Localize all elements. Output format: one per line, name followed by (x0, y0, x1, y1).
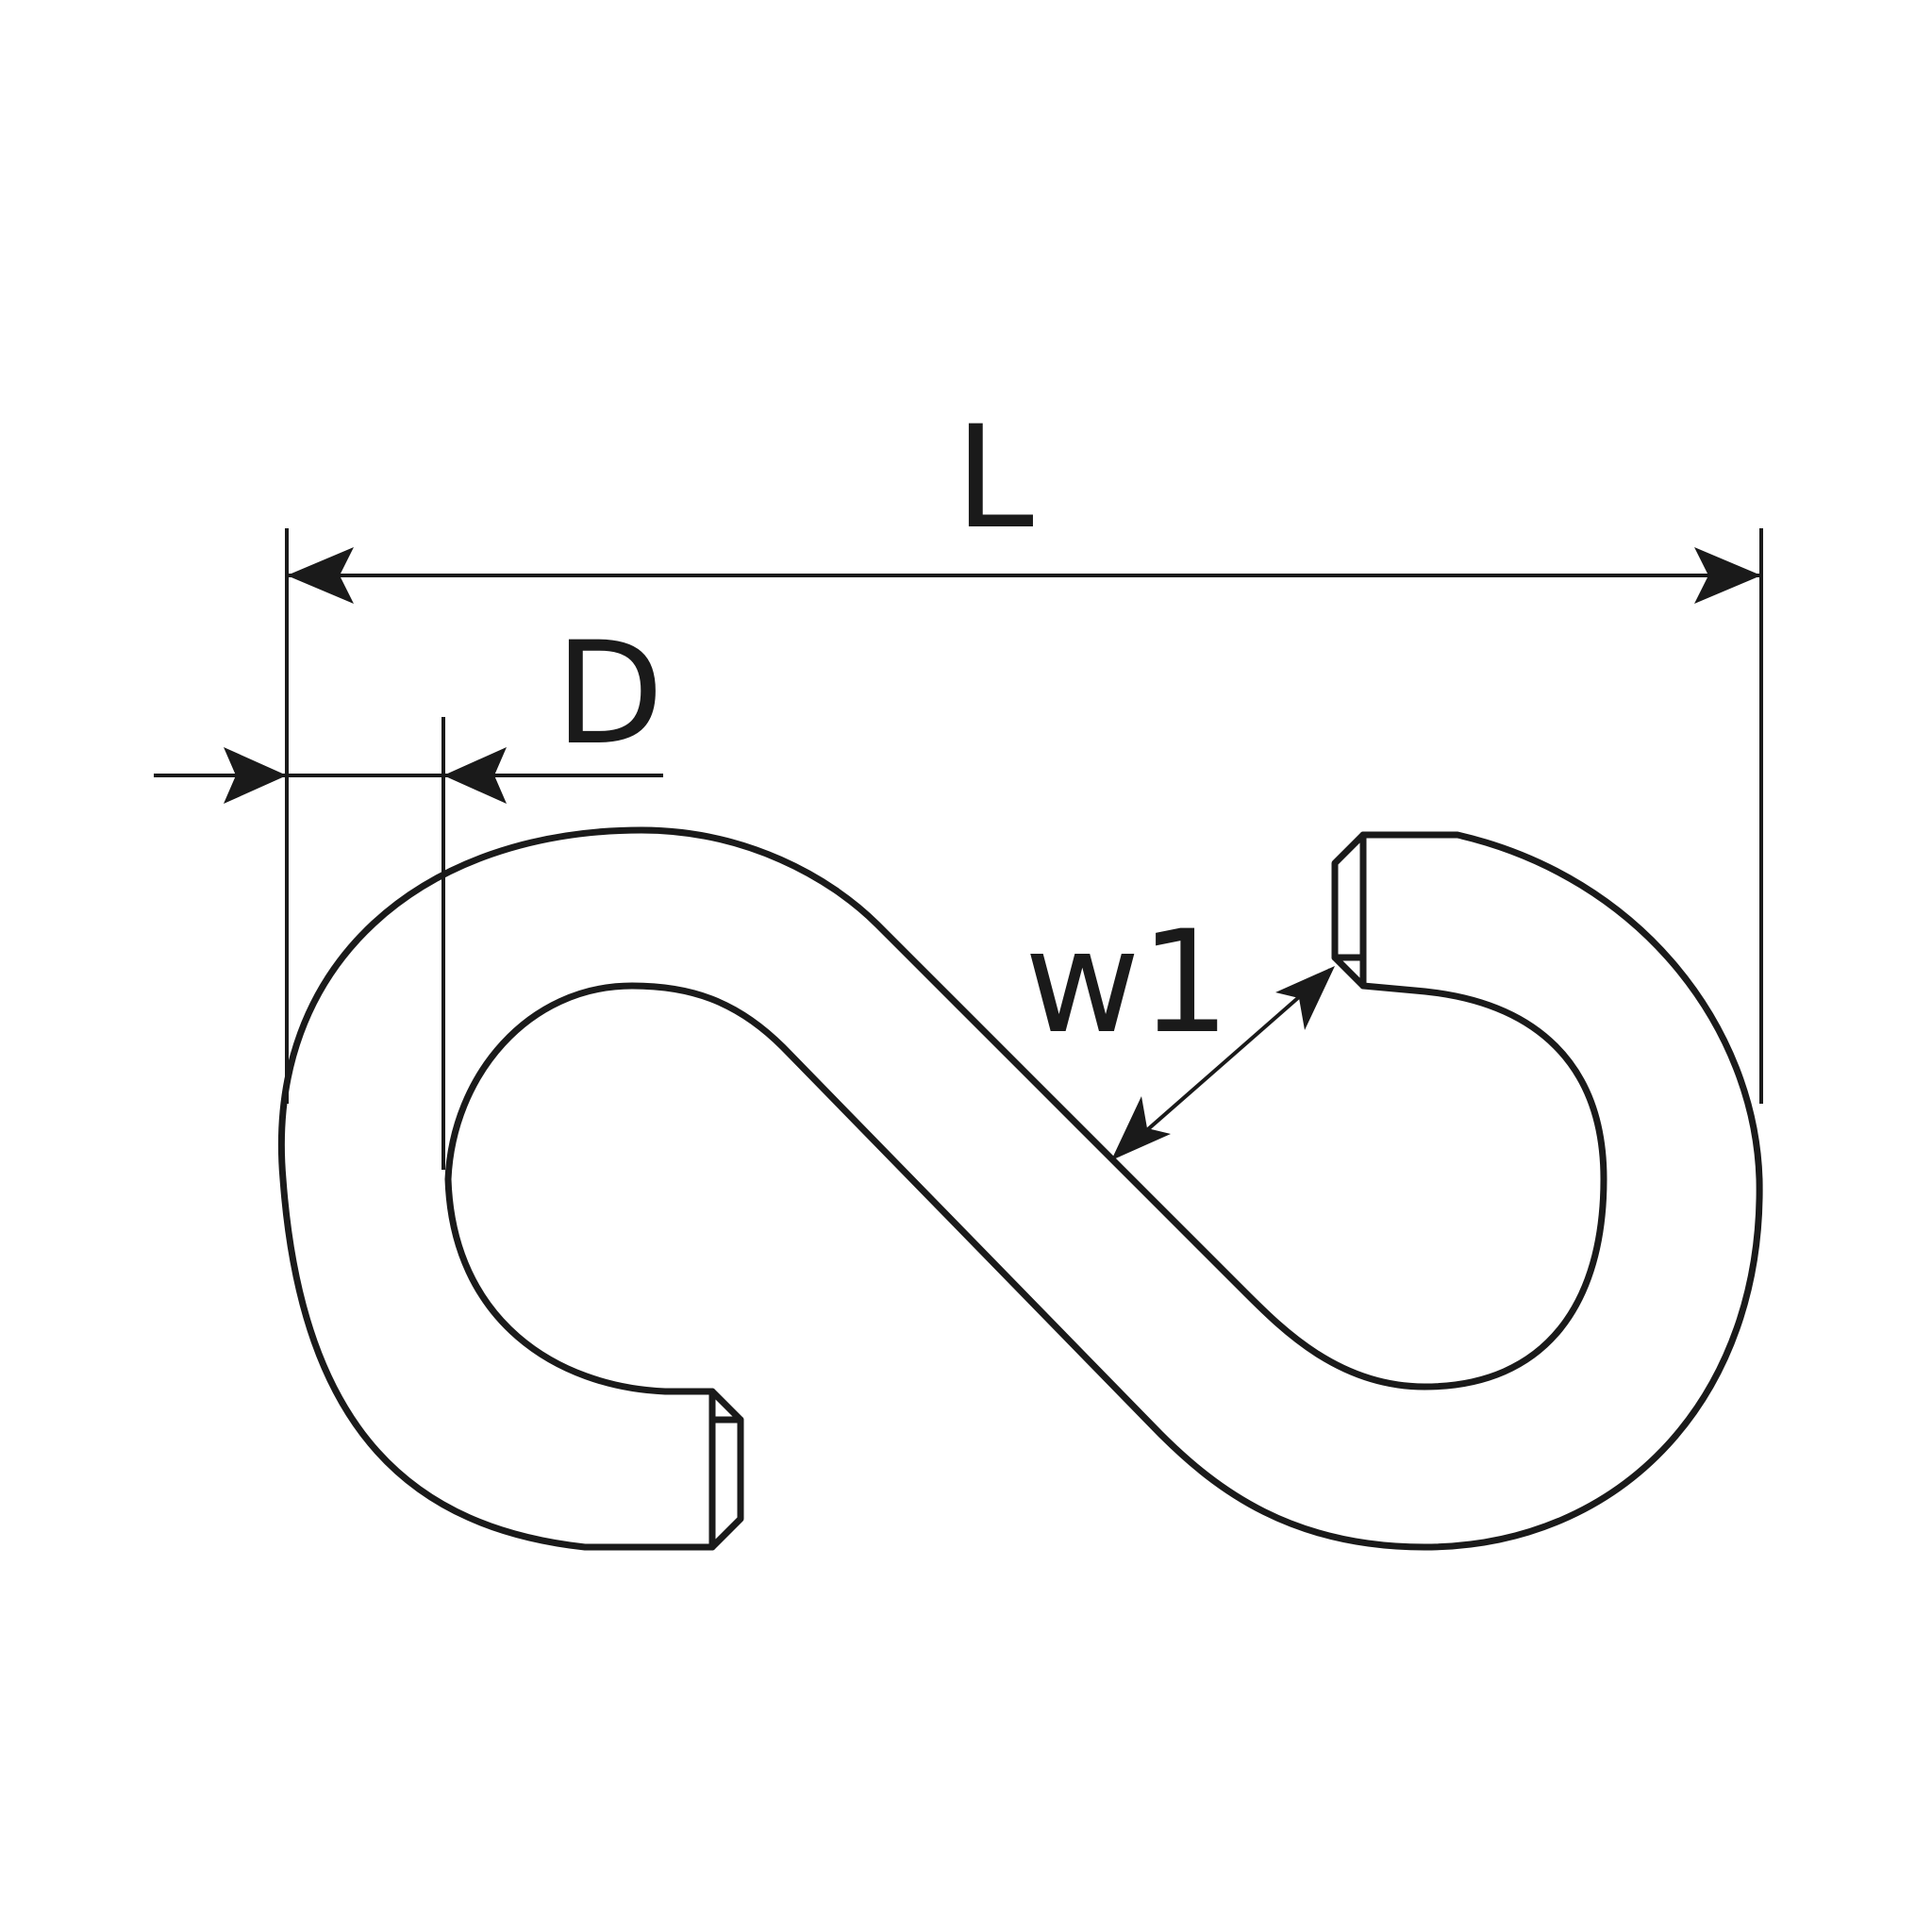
length-arrow-right (1694, 547, 1761, 604)
s-hook-body (278, 826, 1763, 1551)
diameter-arrow-left (224, 747, 287, 804)
length-arrow-left (287, 547, 354, 604)
dimension-opening-width: w1 (1024, 901, 1335, 1160)
opening-width-dimension-line (1116, 968, 1332, 1158)
length-label: L (955, 396, 1034, 560)
opening-width-arrow-top (1275, 966, 1335, 1030)
dimension-diameter: D (154, 612, 664, 1170)
diameter-arrow-right (443, 747, 507, 804)
dimension-length: L (285, 396, 1763, 1104)
diameter-label: D (555, 612, 664, 776)
opening-width-arrow-bottom (1111, 1096, 1171, 1160)
s-hook-outline (278, 826, 1763, 1551)
opening-width-label: w1 (1024, 901, 1230, 1065)
bottom-tip-cut (708, 1388, 744, 1551)
top-tip-cut (1331, 831, 1367, 990)
